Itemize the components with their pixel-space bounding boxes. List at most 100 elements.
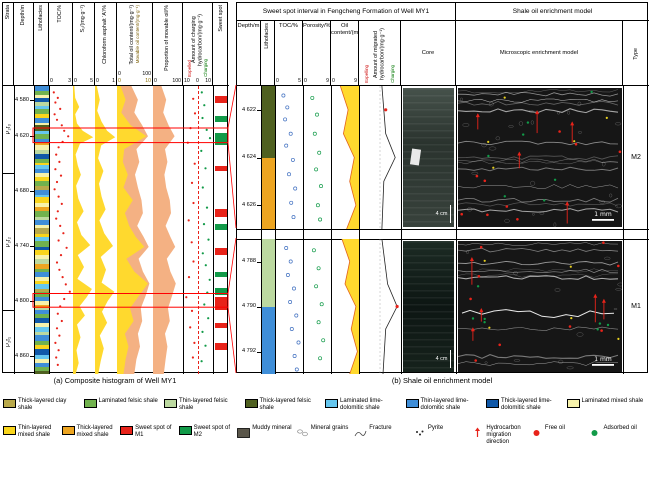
charging-axis-max: 10: [205, 77, 211, 84]
lithofacies-segment: [35, 340, 49, 346]
header-type: Type: [623, 21, 649, 86]
lithofacies-segment: [35, 272, 49, 277]
header-core: Core: [401, 21, 456, 86]
porosity-axis-min: 0: [304, 77, 307, 84]
microscopic-model: 1 mm: [458, 88, 622, 227]
depth-tick: [257, 351, 261, 353]
depth-tick-label: 4 626: [242, 201, 256, 208]
header-total-oil: Total oil content/(mg·g⁻¹) Movable oil c…: [117, 3, 153, 86]
column-divider: [359, 86, 360, 374]
depth-tick: [257, 261, 261, 263]
legend-item: Sweet spot of M2: [178, 425, 238, 439]
lithofacies-segment: [35, 370, 49, 374]
lithofacies-segment: [35, 233, 49, 237]
micro-scale-label: 1 mm: [594, 356, 612, 363]
header-sweet-spot: Sweet spot: [213, 3, 229, 86]
lithofacies-segment: [35, 236, 49, 242]
block-divider: [237, 239, 649, 240]
charging-axis-min: 10: [184, 77, 190, 84]
lithofacies-segment: [35, 307, 49, 310]
legend-swatch: [486, 399, 499, 408]
column-divider: [213, 86, 214, 374]
legend-label: Laminated mixed shale: [581, 398, 644, 404]
oil-axis-min: 0: [332, 77, 335, 84]
depth-tick: [30, 300, 34, 302]
sweet-spot-marker: [215, 116, 227, 122]
column-divider: [303, 86, 304, 374]
header-charging: Amount of charging hydrocarbon/(mg·g⁻¹) …: [183, 3, 213, 86]
lithofacies-column: [35, 86, 49, 374]
sweet-spot-marker: [215, 132, 227, 146]
legend-swatch: [164, 399, 177, 408]
lithofacies-segment: [35, 268, 49, 273]
depth-tick-label: 4 624: [242, 154, 256, 161]
lithofacies-segment: [35, 108, 49, 115]
legend-label: Laminated felsic shale: [98, 398, 158, 404]
header-toc-b-label: TOC/%: [279, 23, 298, 29]
legend-label: Laminated lime-dolomitic shale: [340, 398, 383, 411]
pyrite-icon: [413, 425, 426, 436]
panel-b-enrichment-model: Sweet spot interval in Fengcheng Formati…: [236, 2, 649, 374]
lithofacies-segment: [35, 216, 49, 221]
sweet-spot-marker: [215, 224, 227, 230]
lithofacies-segment: [35, 149, 49, 154]
header-depth-b-label: Depth/m: [237, 23, 260, 29]
header-depth: Depth/m: [14, 3, 34, 86]
core-photo: 4 cm: [403, 88, 454, 227]
lithofacies-segment: [35, 197, 49, 203]
core-scale: 4 cm: [436, 205, 451, 223]
legend-label: Adsorbed oil: [603, 424, 637, 431]
column-divider: [456, 86, 457, 374]
header-porosity-label: Porosity/%: [303, 23, 331, 29]
sweet-spot-marker: [215, 165, 227, 172]
core-scale: 4 cm: [436, 350, 451, 368]
lithofacies-segment: [35, 95, 49, 98]
legend-label: Thin-layered lime-dolomitic shale: [420, 398, 469, 411]
migrated-track: [379, 86, 396, 229]
porosity-scatter: [310, 95, 323, 222]
lithofacies-segment: [35, 314, 49, 318]
chloro-area-track: [95, 86, 116, 374]
depth-tick-label: 4 860: [15, 352, 29, 359]
lithofacies-segment: [35, 228, 49, 234]
block-divider: [237, 229, 649, 230]
legend-item: Laminated felsic shale: [83, 398, 165, 408]
legend-swatch: [61, 425, 75, 435]
column-divider: [34, 86, 35, 374]
legend-item: Thin-layered mixed shale: [3, 425, 62, 439]
header-depth-b: Depth/m: [237, 21, 261, 86]
header-porosity: Porosity/% 0 9: [303, 21, 331, 86]
migrated-track: [379, 239, 399, 374]
legend-label: Mineral grains: [310, 424, 349, 431]
lithofacies-segment: [35, 202, 49, 208]
chloroform-axis-min: 0: [96, 77, 99, 84]
core-photo: 4 cm: [403, 241, 454, 372]
depth-tick-label: 4 788: [242, 258, 256, 265]
header-migrated: Amount of migrated hydrocarbon/(mg·g⁻¹) …: [359, 21, 401, 86]
porosity-scatter: [311, 248, 326, 361]
header-toc: TOC/% 0 3: [49, 3, 73, 86]
legend-label: Muddy mineral: [252, 424, 292, 431]
lithofacies-segment: [262, 306, 275, 374]
depth-tick: [30, 246, 34, 247]
lithofacies-segment: [35, 335, 49, 341]
lithofacies-segment: [35, 106, 49, 109]
free-oil-icon: [530, 425, 543, 436]
lithofacies-segment: [35, 165, 49, 170]
oil-content-track: [341, 239, 359, 374]
legend-swatch: [3, 399, 16, 408]
legend-item: Thick-layered clay shale: [3, 398, 84, 412]
lithofacies-segment: [35, 280, 49, 285]
lithofacies-segment: [35, 327, 49, 332]
header-oil-content: Oil content/(mg·g⁻¹) 0 9: [331, 21, 359, 86]
depth-tick-label: 4 580: [15, 96, 29, 103]
s1-axis-max: 5: [90, 77, 93, 84]
depth-tick-label: 4 622: [242, 106, 256, 113]
lithofacies-segment: [35, 220, 49, 225]
depth-tick-label: 4 620: [15, 133, 29, 140]
chg-scatter-track: [185, 97, 197, 359]
group-title-shale-oil-model: Shale oil enrichment model: [456, 3, 649, 21]
movable-prop-axis-min: 0: [154, 77, 157, 84]
